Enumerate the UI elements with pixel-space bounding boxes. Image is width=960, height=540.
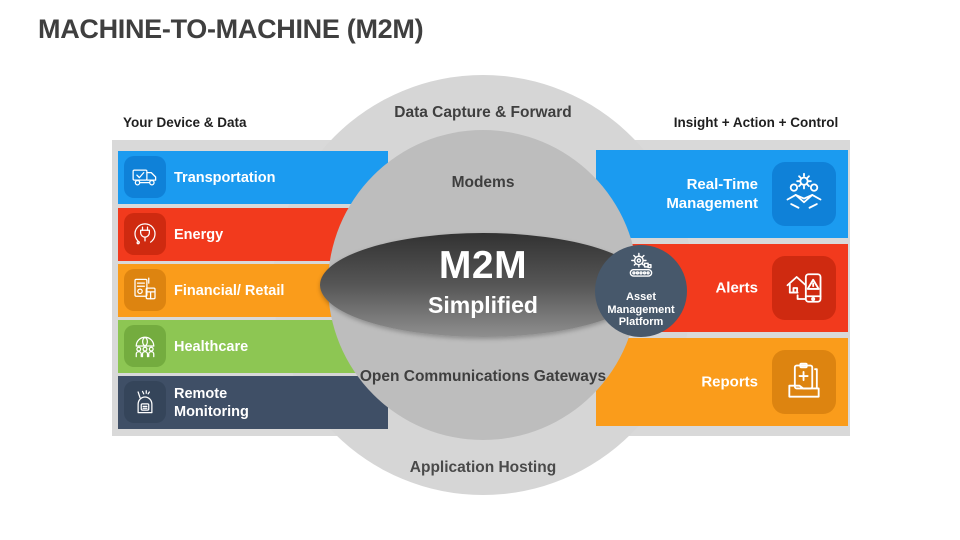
hub-label-line: Platform (618, 316, 664, 328)
core-title: M2M (438, 244, 528, 287)
baby-monitor-icon (124, 381, 166, 423)
truck-icon (124, 156, 166, 198)
outer-ring-top-label: Data Capture & Forward (394, 104, 572, 121)
core-subtitle: Simplified (428, 292, 538, 318)
core-ellipse (320, 233, 646, 337)
right-column-header: Insight + Action + Control (673, 115, 839, 130)
hub-label-line: Asset (626, 291, 656, 303)
report-folder-icon (772, 350, 836, 414)
left-row-label: Transportation (174, 169, 276, 186)
power-plug-icon (124, 213, 166, 255)
house-phone-alert-icon (772, 256, 836, 320)
left-row-label: Healthcare (174, 338, 249, 355)
left-row-label: Remote Monitoring (174, 385, 249, 420)
right-row-reports: Reports (596, 338, 848, 426)
outer-ring-bottom-label: Application Hosting (409, 459, 557, 476)
asset-management-platform-hub: Asset Management Platform (595, 245, 687, 337)
right-row-real-time-management: Real-Time Management (596, 150, 848, 238)
finance-document-icon (124, 269, 166, 311)
gear-conveyor-icon (629, 252, 653, 277)
globe-people-icon (124, 325, 166, 367)
team-handshake-icon (772, 162, 836, 226)
left-row-transportation: Transportation (118, 151, 388, 204)
right-row-label: Alerts (715, 279, 758, 297)
inner-ring-top-label: Modems (451, 174, 515, 191)
right-row-label: Real-Time Management (666, 176, 758, 212)
right-row-label: Reports (701, 373, 758, 391)
left-row-label: Energy (174, 226, 224, 243)
hub-label-line: Management (607, 303, 675, 316)
slide-title: MACHINE-TO-MACHINE (M2M) (38, 14, 424, 44)
inner-ring-bottom-label: Open Communications Gateways (359, 368, 607, 385)
left-column-header: Your Device & Data (123, 115, 247, 130)
left-row-remote-monitoring: Remote Monitoring (118, 376, 388, 429)
left-row-label: Financial/ Retail (174, 282, 285, 299)
